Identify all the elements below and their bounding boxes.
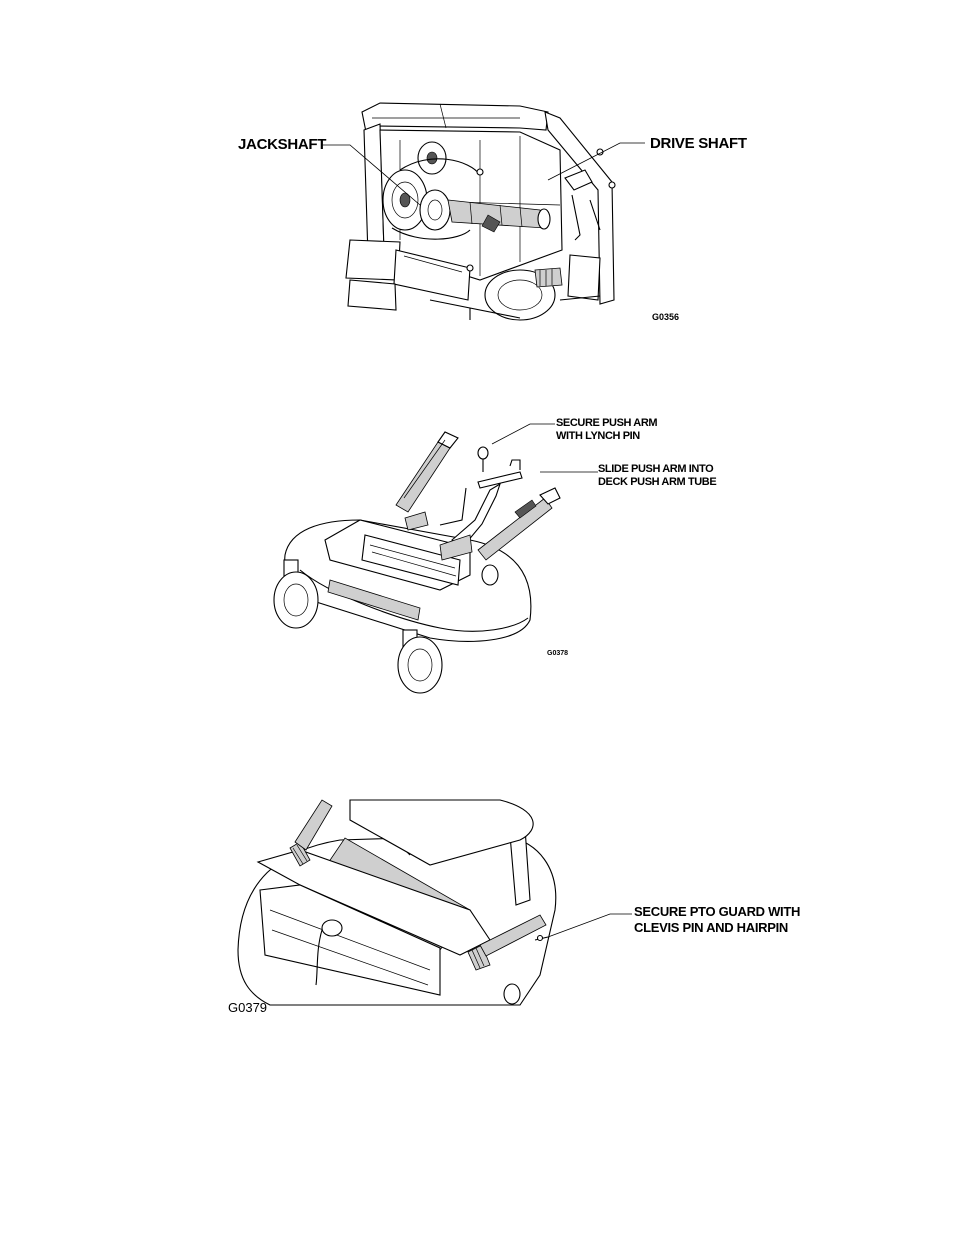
push-arm-deck-illustration	[273, 423, 598, 694]
callout-slide-push-arm-line1: SLIDE PUSH ARM INTO	[598, 463, 714, 475]
callout-secure-pto-guard-line1: SECURE PTO GUARD WITH	[634, 904, 801, 919]
jackshaft-drive-shaft-illustration	[322, 102, 645, 321]
callout-secure-pto-guard-line2: CLEVIS PIN AND HAIRPIN	[634, 920, 788, 935]
figure-code: G0379	[228, 1000, 268, 1015]
figure-code: G0378	[547, 650, 569, 657]
figure-push-arm-lynch-pin: SECURE PUSH ARM WITH LYNCH PIN SLIDE PUS…	[0, 380, 954, 720]
callout-secure-push-arm-line2: WITH LYNCH PIN	[556, 430, 640, 442]
callout-slide-push-arm-line2: DECK PUSH ARM TUBE	[598, 476, 717, 488]
callout-jackshaft: JACKSHAFT	[238, 136, 327, 153]
callout-drive-shaft: DRIVE SHAFT	[650, 135, 747, 152]
figure-jackshaft-drive-shaft: JACKSHAFT DRIVE SHAFT G0356	[0, 0, 954, 380]
callout-secure-push-arm-line1: SECURE PUSH ARM	[556, 417, 658, 429]
figure-code: G0356	[652, 312, 680, 322]
pto-guard-illustration	[237, 799, 632, 1006]
figure-pto-guard: SECURE PTO GUARD WITH CLEVIS PIN AND HAI…	[0, 780, 954, 1040]
